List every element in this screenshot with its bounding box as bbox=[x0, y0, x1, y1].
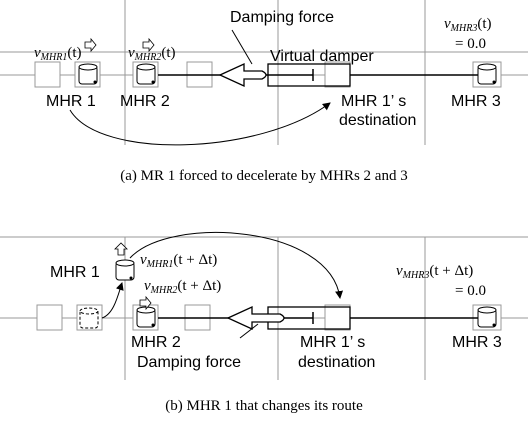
velocity-mhr3-value: = 0.0 bbox=[455, 36, 486, 52]
panel-b: MHR 1 vMHR1(t + Δt) vMHR2(t + Δt) vMHR3(… bbox=[0, 231, 528, 414]
panel-a: vMHR1(t) vMHR2(t) vMHR3(t) = 0.0 Damping… bbox=[0, 0, 528, 184]
virtual-damper-label: Virtual damper bbox=[270, 48, 374, 65]
velocity-mhr1-label: vMHR1(t + Δt) bbox=[140, 252, 217, 270]
velocity-mhr3-value: = 0.0 bbox=[455, 283, 486, 299]
velocity-mhr1-label: vMHR1(t) bbox=[34, 45, 82, 63]
velocity-mhr2-label: vMHR2(t) bbox=[128, 45, 176, 63]
damping-force-arrow-icon bbox=[218, 62, 267, 88]
leader-line bbox=[239, 323, 259, 339]
caption-b: (b) MHR 1 that changes its route bbox=[165, 398, 363, 414]
direction-up-arrow-icon bbox=[114, 242, 128, 256]
stop-box bbox=[34, 61, 61, 88]
mhr3-label: MHR 3 bbox=[452, 334, 502, 351]
mhr1-label: MHR 1 bbox=[50, 264, 100, 281]
destination-label-line2: destination bbox=[339, 112, 416, 129]
destination-box bbox=[324, 304, 351, 331]
mhr2-label: MHR 2 bbox=[131, 334, 181, 351]
virtual-damper-icon bbox=[158, 63, 478, 87]
velocity-mhr2-label: vMHR2(t + Δt) bbox=[144, 278, 221, 296]
velocity-mhr3-label: vMHR3(t + Δt) bbox=[396, 263, 473, 281]
mhr2-robot-icon bbox=[136, 63, 156, 85]
damping-force-label: Damping force bbox=[230, 9, 334, 26]
destination-label-line2: destination bbox=[298, 354, 375, 371]
mhr3-label: MHR 3 bbox=[451, 93, 501, 110]
mhr2-robot-icon bbox=[136, 306, 156, 328]
damping-force-label: Damping force bbox=[137, 354, 241, 371]
route-change-arrow bbox=[101, 282, 124, 319]
destination-box bbox=[324, 61, 351, 88]
leader-line bbox=[231, 29, 253, 65]
caption-a: (a) MR 1 forced to decelerate by MHRs 2 … bbox=[120, 168, 407, 184]
stop-box bbox=[36, 304, 63, 331]
direction-arrow-icon bbox=[142, 37, 155, 53]
mhr1-ghost-icon bbox=[79, 307, 99, 329]
mhr3-robot-icon bbox=[477, 306, 497, 328]
damping-force-arrow-icon bbox=[226, 305, 285, 331]
destination-label-line1: MHR 1’ s bbox=[300, 334, 365, 351]
mhr1-robot-icon bbox=[115, 259, 135, 281]
mhr3-robot-icon bbox=[477, 63, 497, 85]
velocity-mhr3-label: vMHR3(t) bbox=[444, 16, 492, 34]
route-curve bbox=[129, 231, 343, 299]
destination-label-line1: MHR 1’ s bbox=[341, 93, 406, 110]
mhr1-robot-icon bbox=[78, 63, 98, 85]
mhr2-label: MHR 2 bbox=[120, 93, 170, 110]
mhr1-label: MHR 1 bbox=[46, 93, 96, 110]
direction-arrow-icon bbox=[139, 295, 152, 311]
route-curve bbox=[69, 102, 331, 146]
direction-arrow-icon bbox=[84, 37, 97, 53]
